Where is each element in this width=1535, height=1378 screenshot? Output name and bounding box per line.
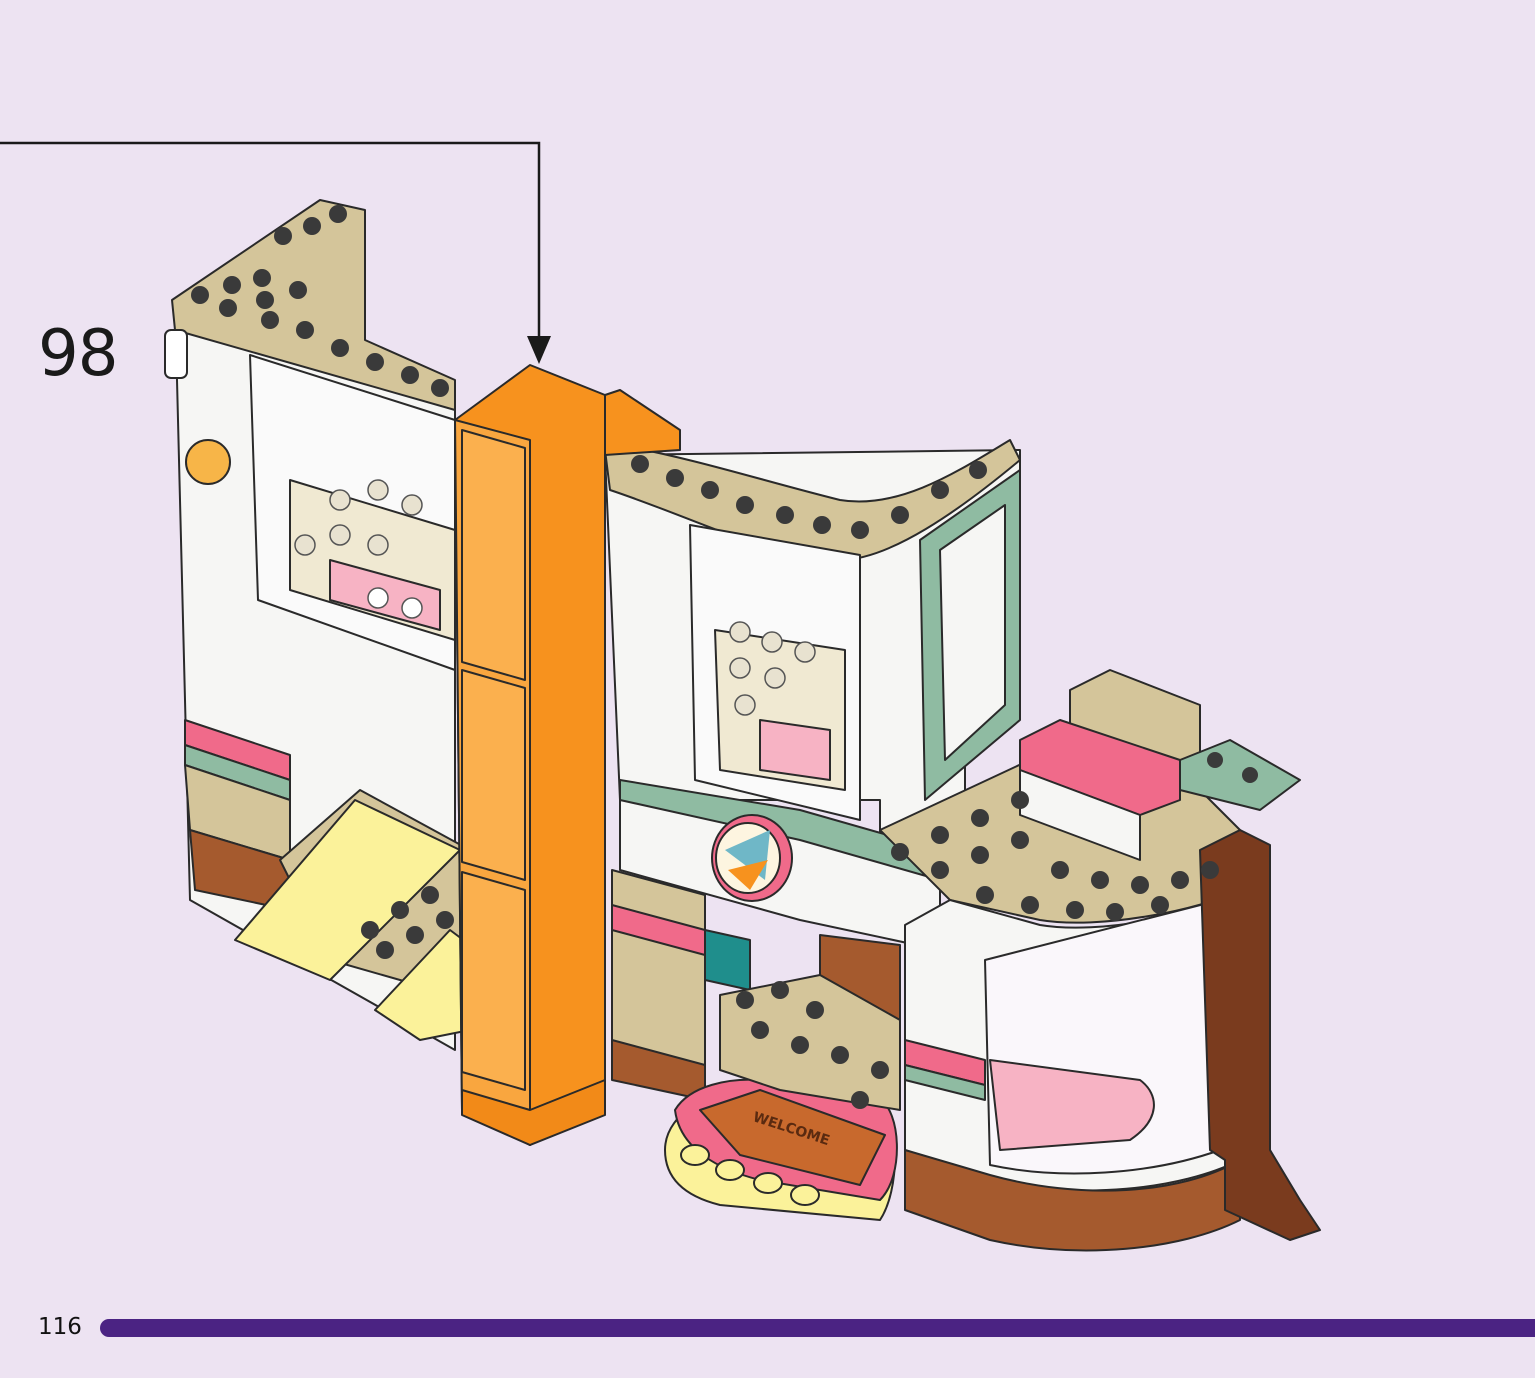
step-arrow-icon [527,336,551,364]
page-number: 116 [38,1314,82,1340]
page-footer-bar [100,1319,1535,1337]
step-number: 98 [38,317,118,391]
